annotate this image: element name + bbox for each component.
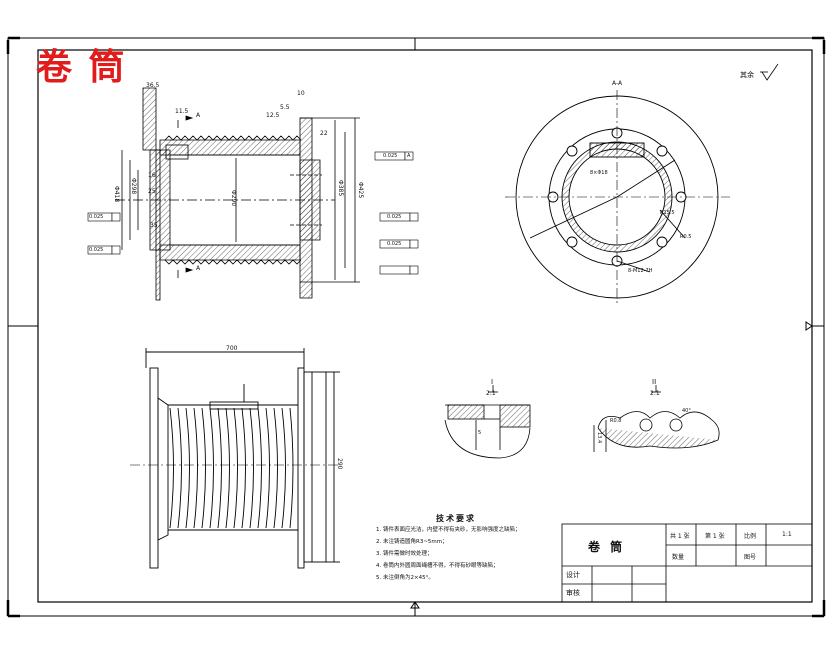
frame-corner-marks: [6, 36, 826, 618]
dim-label: 8-M12-7H: [628, 268, 653, 274]
section-view-main: [115, 87, 360, 301]
tb-checker-label: 审核: [566, 589, 580, 597]
dim-label: R15.5: [660, 210, 675, 216]
tol-value: 0.025: [387, 241, 402, 247]
dim-label: 35: [150, 222, 158, 229]
dim-label: 5.5: [280, 104, 290, 111]
tech-req-item: 3. 铸件需做时效处理；: [376, 551, 433, 557]
tech-req-item: 1. 铸件表面应光洁，内壁不得有夹砂，无影响强度之缺陷；: [376, 527, 521, 533]
datum-tag: A: [407, 153, 411, 159]
dim-length: 700: [226, 345, 238, 352]
tech-req-title: 技术要求: [436, 514, 476, 523]
tol-value: 0.025: [89, 247, 104, 253]
dim-label: R0.8: [610, 418, 622, 424]
dim-label: 5: [478, 430, 482, 436]
surface-note: 其余: [740, 71, 754, 79]
dim-label: Φ290: [230, 190, 237, 207]
tb-drawing-no-label: 图号: [744, 554, 757, 561]
view-a-bottom-label: A: [196, 265, 201, 272]
dim-label: 8×Φ18: [590, 170, 608, 176]
detail-view-2: [593, 385, 720, 452]
detail-view-1: [444, 385, 531, 459]
tech-req-list: 1. 铸件表面应光洁，内壁不得有夹砂，无影响强度之缺陷； 2. 未注铸造圆角R3…: [376, 524, 521, 584]
centering-marks: [8, 38, 824, 616]
tb-ratio-label: 比例: [744, 533, 757, 540]
detail-1-scale: 2:1: [486, 390, 496, 397]
dim-height: 290: [336, 458, 343, 470]
dim-label: 36.5: [146, 82, 160, 89]
detail-2-label: II: [652, 378, 657, 386]
aa-label: A-A: [612, 80, 623, 87]
dim-label: 13.4: [596, 432, 602, 444]
tb-part-name: 卷 筒: [588, 540, 626, 554]
tb-sheets-total: 共 1 张: [670, 533, 690, 540]
dim-label: 40°: [682, 408, 691, 414]
tol-value: 0.025: [89, 214, 104, 220]
tech-req-item: 5. 未注倒角为2×45°。: [376, 575, 434, 581]
dim-label: Φ385: [337, 180, 344, 197]
detail-2-scale: 2:1: [650, 390, 660, 397]
dim-label: R0.5: [680, 234, 692, 240]
tol-value: 0.025: [387, 214, 402, 220]
tolerance-frames: [87, 151, 419, 275]
tol-value: 0.025: [383, 153, 398, 159]
tb-material-label: 数量: [672, 554, 685, 561]
dim-label: 10: [297, 90, 305, 97]
tb-designer-label: 设计: [566, 571, 580, 579]
dim-label: 11.5: [175, 108, 189, 115]
dim-label: 16: [148, 172, 156, 179]
dim-label: 22: [320, 130, 328, 137]
dim-label: 12.5: [266, 112, 280, 119]
dim-label: Φ425: [357, 182, 364, 199]
tech-req-item: 4. 卷筒内外圆周面绳槽不得，不得有砂眼等缺陷；: [376, 563, 499, 569]
aa-section-view: [505, 90, 730, 305]
tech-req-item: 2. 未注铸造圆角R3~5mm；: [376, 539, 448, 545]
surface-finish-symbol: [760, 63, 779, 81]
external-view: [130, 348, 340, 569]
title-block-lines: [561, 523, 813, 603]
title-stamp: 卷 筒: [36, 46, 127, 88]
tb-sheet-no: 第 1 张: [705, 533, 725, 540]
dim-label: Φ298: [130, 178, 137, 195]
outer-frame: [7, 37, 825, 617]
dim-label: Φ418: [113, 186, 120, 203]
dim-label: 25: [148, 188, 156, 195]
view-a-top-label: A: [196, 112, 201, 119]
detail-1-label: I: [491, 378, 494, 386]
tb-ratio-value: 1:1: [782, 531, 792, 538]
